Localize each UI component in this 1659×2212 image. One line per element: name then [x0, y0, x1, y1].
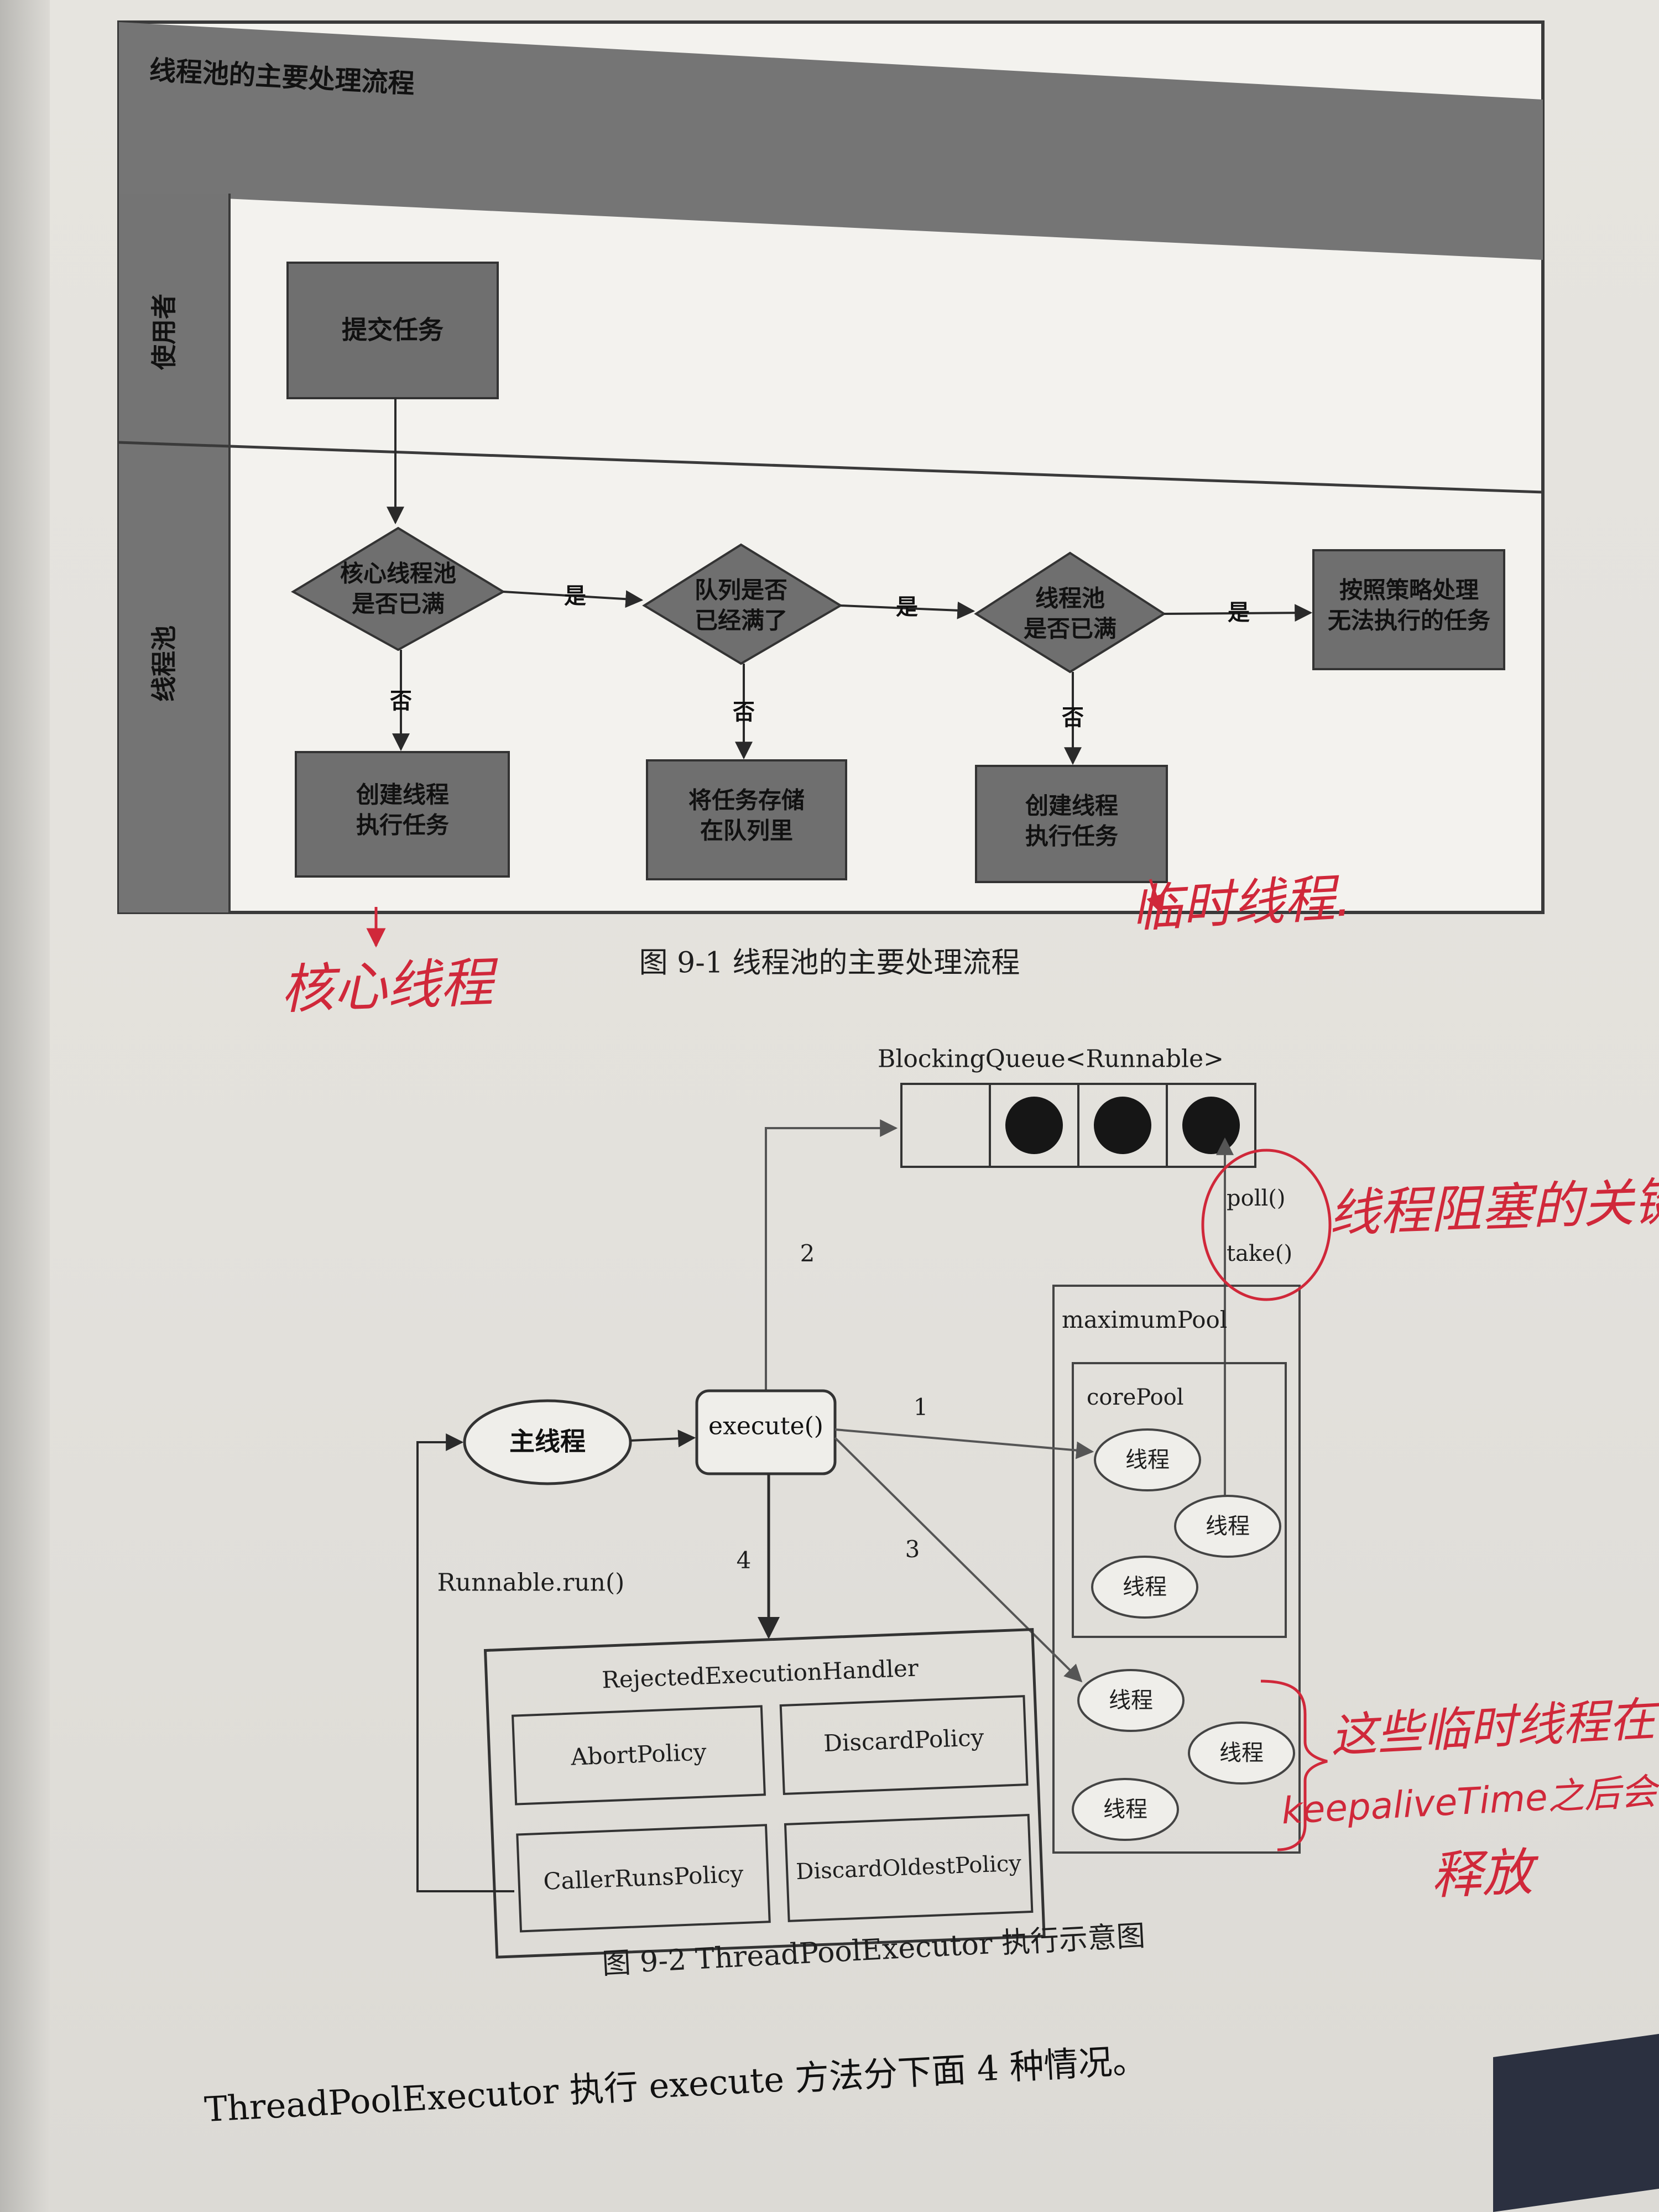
- temp-thread: [1072, 1778, 1179, 1841]
- no-label-1: 否: [390, 688, 412, 714]
- decision-queue-line2: 已经满了: [695, 607, 787, 634]
- policy-box: [784, 1813, 1034, 1922]
- arrow-to-temp-threads: [834, 1437, 1083, 1683]
- reject-policy-box: [1312, 549, 1505, 670]
- decision-pool-line2: 是否已满: [1024, 615, 1117, 643]
- execute-node: [695, 1389, 837, 1475]
- maximum-pool-label: maximumPool: [1062, 1306, 1227, 1333]
- annotation-circle: [1201, 1149, 1332, 1301]
- arrow-to-core-pool: [834, 1428, 1094, 1459]
- rejected-execution-handler: RejectedExecutionHandler AbortPolicy Dis…: [483, 1627, 1046, 1959]
- create-temp-line1: 创建线程: [1025, 792, 1118, 820]
- core-thread-label: 线程: [1123, 1574, 1167, 1600]
- policy-box: [512, 1705, 766, 1806]
- main-thread-node: [463, 1399, 632, 1485]
- policy-box: [779, 1695, 1029, 1796]
- decision-pool-line1: 线程池: [1035, 585, 1105, 612]
- queued-task: [1182, 1097, 1240, 1154]
- queued-task: [1005, 1097, 1063, 1154]
- blocking-queue-label: BlockingQueue<Runnable>: [878, 1045, 1224, 1073]
- arrow-to-queue: [765, 1119, 898, 1394]
- submit-task-box: [286, 262, 499, 399]
- temp-thread-label: 线程: [1109, 1688, 1153, 1713]
- arrow-label-3: 3: [905, 1536, 920, 1563]
- lane-label-pool: 线程池: [149, 625, 179, 702]
- decision-queue-line1: 队列是否: [695, 577, 787, 604]
- create-core-line1: 创建线程: [356, 781, 449, 808]
- core-thread: [1174, 1495, 1281, 1558]
- lane-strip: [119, 194, 229, 912]
- main-thread-label: 主线程: [509, 1427, 586, 1457]
- policy-discard: DiscardPolicy: [823, 1724, 984, 1757]
- lane-label-user: 使用者: [149, 294, 179, 370]
- policy-caller-runs: CallerRunsPolicy: [543, 1860, 744, 1895]
- take-label: take(): [1227, 1241, 1292, 1266]
- yes-label-1: 是: [564, 583, 586, 609]
- annotation-temp-thread: 临时线程.: [1130, 868, 1353, 939]
- yes-label-2: 是: [896, 594, 918, 620]
- store-queue-box: [646, 759, 847, 880]
- core-pool-label: corePool: [1087, 1385, 1184, 1410]
- store-queue-line1: 将任务存储: [688, 787, 805, 814]
- core-thread: [1094, 1428, 1201, 1491]
- lane-divider: [118, 441, 1543, 494]
- title-band: [119, 22, 1543, 260]
- store-queue-line2: 在队列里: [700, 817, 793, 844]
- temp-thread-label: 线程: [1219, 1740, 1264, 1766]
- decision-core-pool-full: [291, 526, 505, 651]
- create-temp-thread-box: [975, 765, 1168, 883]
- handler-frame: [483, 1627, 1046, 1959]
- figure-9-1: 线程池的主要处理流程 使用者 线程池 提交任务 核心线程池 是否已满 队列是否 …: [117, 20, 1545, 980]
- figure-9-1-caption: 图 9-1 线程池的主要处理流程: [639, 947, 1020, 980]
- policy-abort: AbortPolicy: [570, 1738, 707, 1770]
- reject-policy-line2: 无法执行的任务: [1328, 607, 1490, 634]
- decision-pool-full: [974, 551, 1166, 674]
- decision-queue-full: [642, 543, 843, 665]
- figure-9-2-caption: 图 9-2 ThreadPoolExecutor 执行示意图: [601, 1919, 1146, 1981]
- runnable-run-loop: [416, 1433, 514, 1892]
- arrow-label-4: 4: [737, 1547, 752, 1574]
- annotation-bracket: [1260, 1679, 1328, 1851]
- no-label-2: 否: [733, 700, 755, 725]
- queued-task: [1094, 1097, 1151, 1154]
- execute-label: execute(): [708, 1412, 823, 1441]
- temp-thread-label: 线程: [1103, 1797, 1147, 1822]
- decision-core-line2: 是否已满: [352, 591, 445, 618]
- figure-9-2: BlockingQueue<Runnable> 2 poll() take() …: [416, 1045, 1301, 1981]
- create-core-thread-box: [295, 751, 510, 878]
- no-label-3: 否: [1062, 705, 1084, 731]
- create-temp-line2: 执行任务: [1025, 823, 1118, 850]
- core-thread: [1091, 1556, 1198, 1619]
- annotation-release-line3: 释放: [1430, 1843, 1541, 1906]
- poll-label: poll(): [1227, 1186, 1285, 1211]
- submit-task-label: 提交任务: [342, 315, 444, 345]
- temp-thread: [1077, 1669, 1185, 1732]
- temp-thread: [1188, 1721, 1295, 1785]
- annotation-release-line1: 这些临时线程在: [1329, 1692, 1659, 1763]
- annotation-blocking-key: 线程阻塞的关键: [1328, 1172, 1659, 1244]
- annotation-release-line2: keepaliveTime之后会被: [1280, 1768, 1659, 1832]
- yes-label-3: 是: [1228, 600, 1250, 625]
- annotation-core-thread: 核心线程: [280, 951, 500, 1021]
- arrow-label-1: 1: [914, 1394, 928, 1421]
- decision-core-line1: 核心线程池: [340, 560, 456, 587]
- reject-policy-line1: 按照策略处理: [1339, 577, 1479, 604]
- body-text: ThreadPoolExecutor 执行 execute 方法分下面 4 种情…: [204, 2040, 1147, 2130]
- policy-discard-oldest: DiscardOldestPolicy: [796, 1851, 1022, 1885]
- runnable-run-label: Runnable.run(): [437, 1569, 625, 1597]
- policy-box: [516, 1824, 771, 1933]
- handler-title: RejectedExecutionHandler: [601, 1654, 919, 1693]
- maximum-pool: [1052, 1285, 1301, 1854]
- arrow-label-2: 2: [800, 1240, 815, 1267]
- core-thread-label: 线程: [1125, 1447, 1170, 1473]
- create-core-line2: 执行任务: [356, 812, 449, 839]
- core-thread-label: 线程: [1206, 1514, 1250, 1539]
- page-gutter: [0, 0, 50, 2212]
- core-pool: [1072, 1362, 1287, 1638]
